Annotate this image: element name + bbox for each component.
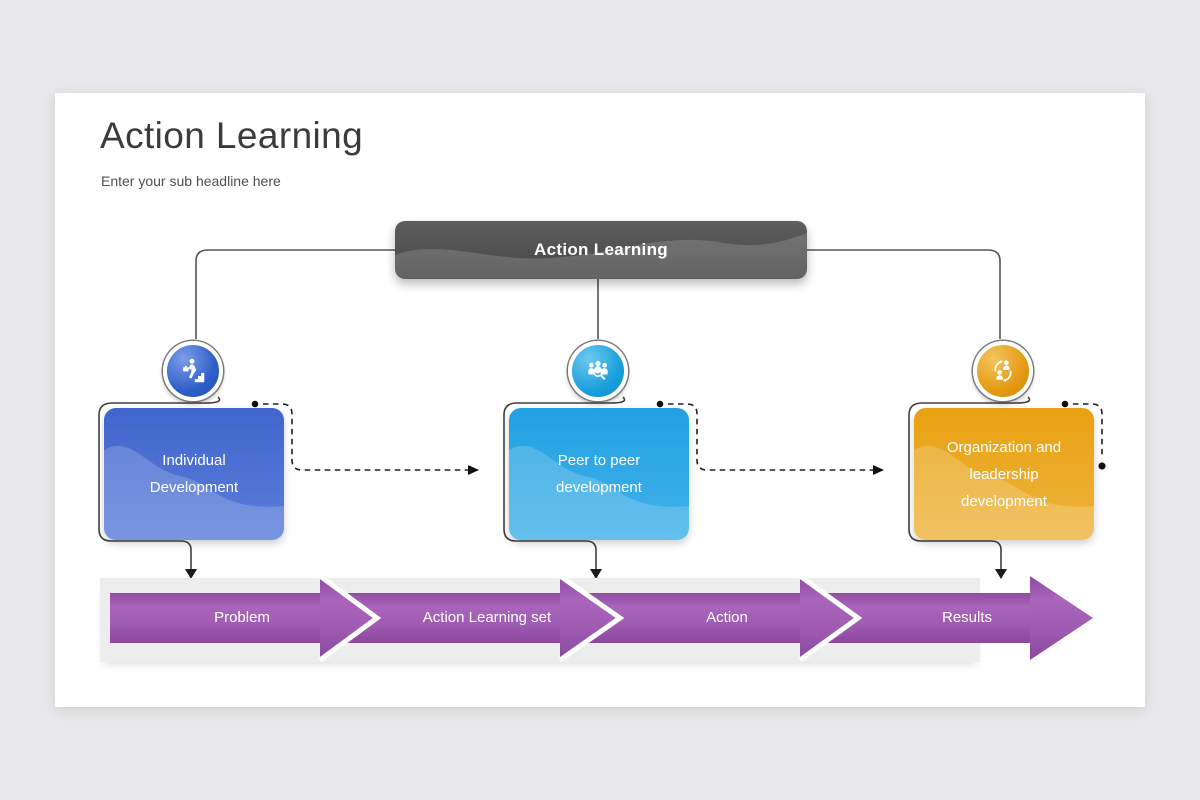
branch-3-outline — [908, 396, 1031, 570]
branch-2-icon-badge — [568, 341, 628, 401]
branch-box-label-line: development — [556, 479, 642, 496]
dashed-flow-1-arrowhead — [468, 465, 479, 475]
branch-box-wave — [104, 445, 284, 540]
branch-1-outline — [98, 396, 221, 570]
dashed-flow-3-end — [1073, 403, 1103, 459]
timeline-chevron-3-outline — [798, 573, 863, 663]
dashed-flow-2-arrowhead — [873, 465, 884, 475]
timeline-step-results: Results — [941, 609, 993, 626]
branch-2-outline — [503, 396, 626, 570]
timeline-final-arrowhead — [1030, 576, 1093, 660]
branch-box-label-line: Individual — [162, 452, 226, 469]
timeline-step-action-learning-set: Action Learning set — [422, 609, 552, 626]
people-cycle-icon — [994, 360, 1012, 382]
root-node-label: Action Learning — [534, 240, 668, 259]
dashed-flow-1-dot — [251, 400, 259, 408]
branch-box-label-line: development — [961, 492, 1047, 510]
timeline-chevron-1 — [320, 576, 377, 660]
branch-box-individual-development: Individual Development — [104, 408, 284, 540]
slide: Action Learning Enter your sub headline … — [55, 93, 1145, 707]
timeline-chevron-2 — [560, 576, 620, 660]
branch-2-down-arrowhead — [590, 569, 602, 579]
branch-box-label-line: Organization and — [946, 438, 1062, 456]
branch-3-icon-badge — [973, 341, 1033, 401]
branch-box-wave — [914, 445, 1094, 540]
branch-box-label-line: Peer to peer — [557, 452, 641, 469]
dashed-flow-2-dot — [656, 400, 664, 408]
career-growth-icon — [183, 358, 205, 383]
timeline-chevron-2-outline — [558, 573, 625, 663]
dashed-flow-3-end-dot — [1098, 462, 1106, 470]
branch-1-icon-badge — [163, 341, 223, 401]
timeline-step-action: Action — [706, 609, 748, 626]
connector-root-to-branch-1 — [195, 249, 395, 339]
connector-root-to-branch-3 — [807, 249, 1001, 339]
dashed-flow-2-3 — [668, 403, 874, 471]
dashed-flow-3-dot — [1061, 400, 1069, 408]
branch-3-down-arrowhead — [995, 569, 1007, 579]
peer-search-icon — [588, 360, 608, 380]
timeline-step-problem: Problem — [214, 609, 270, 626]
timeline-arrow-band — [110, 573, 1093, 663]
dashed-flow-1-2 — [263, 403, 469, 471]
root-node-wave — [395, 233, 807, 279]
page-title: Action Learning — [100, 115, 364, 156]
timeline-chevron-3 — [800, 576, 858, 660]
branch-1-down-arrowhead — [185, 569, 197, 579]
branch-box-label-line: Development — [149, 479, 239, 496]
branch-box-label-line: leadership — [969, 465, 1039, 483]
connector-lines — [98, 249, 1106, 579]
page-subtitle: Enter your sub headline here — [101, 173, 281, 189]
branch-box-wave — [509, 445, 689, 540]
branch-box-organization-leadership: Organization and leadership development — [914, 408, 1094, 540]
timeline-chevron-1-outline — [318, 573, 382, 663]
branch-box-peer-to-peer-development: Peer to peer development — [509, 408, 689, 540]
root-node: Action Learning — [395, 221, 807, 279]
